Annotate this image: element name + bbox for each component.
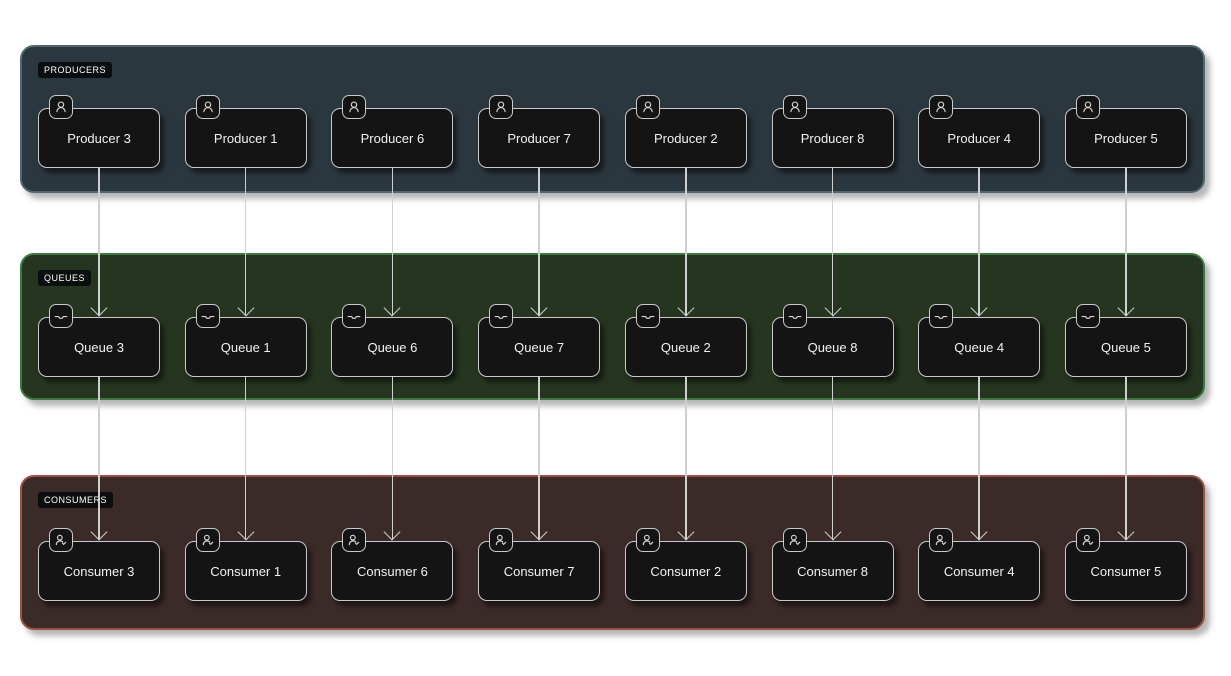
queue-node[interactable]: Queue 2 [624, 304, 747, 540]
node-label: Producer 4 [947, 130, 1012, 146]
consumer-node[interactable]: Consumer 4 [918, 528, 1041, 601]
user-icon [1075, 95, 1100, 119]
node-label: Producer 7 [507, 130, 571, 146]
connector-arrow [538, 167, 540, 316]
connector-arrow [98, 376, 100, 540]
queue-node[interactable]: Queue 1 [184, 304, 307, 540]
connector-arrow [244, 167, 247, 316]
queues-row: Queue 3 Queue 1 Queue 6 Queue 7 Queue 2 [22, 304, 1203, 540]
queue-node[interactable]: Queue 3 [38, 304, 160, 540]
inbox-icon [49, 304, 73, 328]
user-check-icon [49, 528, 73, 552]
connector-arrow [1125, 167, 1127, 316]
inbox-icon [489, 304, 514, 328]
user-icon [635, 95, 660, 119]
user-icon [489, 95, 514, 119]
node-label: Queue 2 [660, 339, 711, 355]
connector-arrow [978, 167, 980, 316]
consumers-group-label: CONSUMERS [38, 492, 114, 508]
user-check-icon [195, 528, 220, 552]
node-label: Queue 4 [954, 339, 1005, 355]
consumer-node[interactable]: Consumer 6 [331, 528, 454, 601]
user-check-icon [929, 528, 954, 552]
queue-node[interactable]: Queue 8 [771, 304, 894, 540]
queues-group-label: QUEUES [38, 270, 92, 286]
queue-node[interactable]: Queue 5 [1064, 304, 1187, 540]
node-label: Queue 1 [220, 339, 271, 355]
inbox-icon [635, 304, 660, 328]
producer-node[interactable]: Producer 7 [478, 95, 601, 316]
inbox-icon [929, 304, 954, 328]
consumer-node[interactable]: Consumer 3 [38, 528, 160, 601]
consumers-row: Consumer 3 Consumer 1 Consumer 6 Consume… [22, 528, 1203, 601]
consumer-node[interactable]: Consumer 7 [478, 528, 601, 601]
node-label: Consumer 4 [943, 563, 1015, 579]
node-label: Producer 3 [67, 130, 131, 146]
producer-node[interactable]: Producer 4 [918, 95, 1041, 316]
connector-arrow [391, 167, 394, 316]
node-label: Consumer 1 [210, 563, 282, 579]
producer-node[interactable]: Producer 1 [184, 95, 307, 316]
node-label: Consumer 8 [797, 563, 868, 579]
node-label: Queue 7 [514, 339, 565, 355]
queue-node[interactable]: Queue 4 [918, 304, 1041, 540]
connector-arrow [538, 376, 540, 540]
user-icon [929, 95, 954, 119]
node-label: Consumer 5 [1090, 563, 1162, 579]
user-check-icon [489, 528, 514, 552]
connector-arrow [685, 376, 687, 540]
queue-node[interactable]: Queue 6 [331, 304, 454, 540]
producer-node[interactable]: Producer 2 [624, 95, 747, 316]
user-check-icon [635, 528, 660, 552]
user-check-icon [342, 528, 367, 552]
node-label: Producer 1 [213, 130, 278, 146]
node-label: Consumer 7 [503, 563, 575, 579]
consumer-node[interactable]: Consumer 5 [1064, 528, 1187, 601]
queues-group[interactable]: QUEUES Queue 3 Queue 1 Queue 6 Queue 7 [20, 253, 1205, 540]
inbox-icon [1075, 304, 1100, 328]
consumer-node[interactable]: Consumer 8 [771, 528, 894, 601]
consumers-group[interactable]: CONSUMERS Consumer 3 Consumer 1 Consumer… [20, 475, 1205, 630]
producers-group[interactable]: PRODUCERS Producer 3 Producer 1 Producer… [20, 45, 1205, 316]
connector-arrow [978, 376, 980, 540]
node-label: Consumer 2 [650, 563, 722, 579]
user-icon [342, 95, 367, 119]
consumer-node[interactable]: Consumer 2 [624, 528, 747, 601]
connector-arrow [831, 376, 834, 540]
producers-group-label: PRODUCERS [38, 62, 113, 78]
node-label: Producer 8 [800, 130, 865, 146]
user-icon [49, 95, 73, 119]
connector-arrow [685, 167, 687, 316]
inbox-icon [342, 304, 367, 328]
connector-arrow [1125, 376, 1127, 540]
node-label: Consumer 3 [63, 563, 135, 579]
node-label: Consumer 6 [357, 563, 428, 579]
producer-node[interactable]: Producer 3 [38, 95, 160, 316]
producers-row: Producer 3 Producer 1 Producer 6 Produce… [22, 95, 1203, 316]
node-label: Queue 6 [367, 339, 418, 355]
connector-arrow [98, 167, 100, 316]
producer-node[interactable]: Producer 6 [331, 95, 454, 316]
consumer-node[interactable]: Consumer 1 [184, 528, 307, 601]
node-label: Queue 8 [807, 339, 858, 355]
node-label: Producer 6 [360, 130, 425, 146]
connector-arrow [391, 376, 394, 540]
user-icon [195, 95, 220, 119]
inbox-icon [195, 304, 220, 328]
producer-node[interactable]: Producer 8 [771, 95, 894, 316]
user-check-icon [782, 528, 807, 552]
queue-node[interactable]: Queue 7 [478, 304, 601, 540]
connector-arrow [244, 376, 247, 540]
node-label: Queue 5 [1100, 339, 1151, 355]
inbox-icon [782, 304, 807, 328]
node-label: Producer 5 [1094, 130, 1158, 146]
node-label: Producer 2 [654, 130, 718, 146]
connector-arrow [831, 167, 834, 316]
node-label: Queue 3 [74, 339, 124, 355]
user-icon [782, 95, 807, 119]
producer-node[interactable]: Producer 5 [1064, 95, 1187, 316]
user-check-icon [1075, 528, 1100, 552]
